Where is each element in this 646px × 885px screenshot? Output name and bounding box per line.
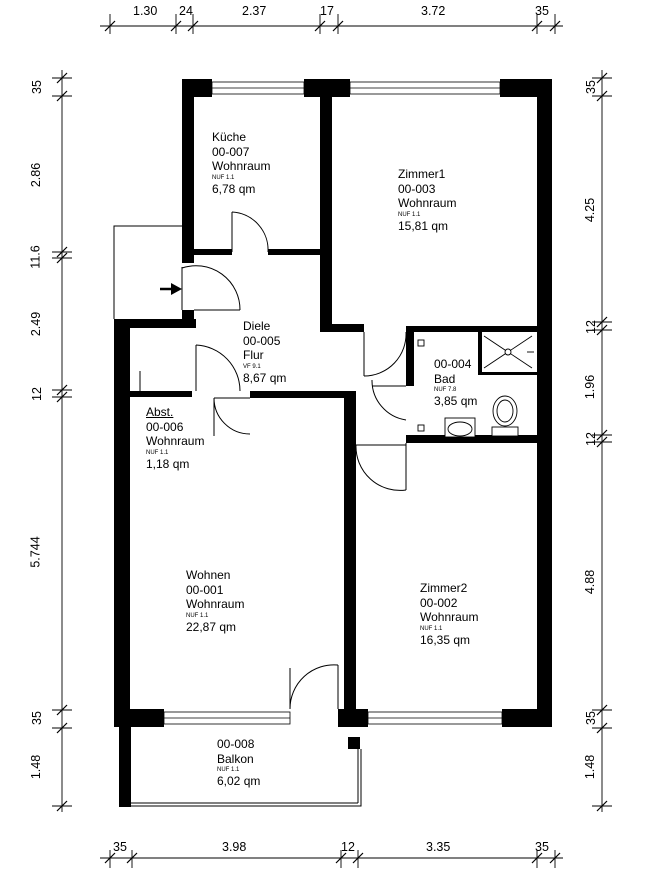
room-area: 3,85 qm [434,394,478,408]
room-label-abst: Abst. 00-006 Wohnraum NUF 1.1 1,18 qm [146,405,204,471]
left-dimension-7: 35 [29,711,44,725]
room-id: 00-001 [186,582,224,597]
room-area: 6,02 qm [217,774,261,788]
room-id: 00-004 [434,357,472,371]
bottom-dimension-2: 3.98 [222,840,247,854]
right-dimension-3: 12 [583,320,598,334]
top-dimension-3: 2.37 [242,4,267,18]
room-name: Balkon [217,751,254,766]
right-dimension-6: 4.88 [583,569,598,595]
room-label-zimmer1: Zimmer1 00-003 Wohnraum NUF 1.1 15,81 qm [398,167,456,233]
top-dimension-2: 24 [179,4,193,18]
left-dimension-5: 12 [29,387,44,401]
right-dimension-8: 1.48 [583,754,598,780]
bottom-dimension-3: 12 [341,840,355,854]
left-dimension-2: 2.86 [29,162,44,188]
room-name: Zimmer1 [398,167,446,181]
walls [114,79,552,807]
room-use: Wohnraum [212,159,271,173]
room-use: Wohnraum [398,196,457,210]
right-dimension-7: 35 [583,711,598,725]
top-dimension-1: 1.30 [133,4,158,18]
right-dimension-4: 1.96 [583,374,598,400]
room-area: 6,78 qm [212,181,256,196]
bottom-dimension-5: 35 [535,840,549,854]
doors [181,211,407,710]
room-name: Bad [434,371,456,386]
room-id: 00-006 [146,419,184,434]
room-use: Wohnraum [420,610,479,624]
room-label-bad: 00-004 Bad NUF 7.8 3,85 qm [434,357,477,409]
right-dimension-1: 35 [583,80,598,94]
bottom-dimension-4: 3.35 [426,840,451,854]
dimension-lines [52,14,612,868]
room-use: Wohnraum [186,597,245,611]
thin-lines [113,225,362,807]
room-area: 16,35 qm [420,632,471,647]
room-label-wohnen: Wohnen 00-001 Wohnraum NUF 1.1 22,87 qm [186,568,244,634]
room-label-kueche: Küche 00-007 Wohnraum NUF 1.1 6,78 qm [212,130,270,196]
room-id: 00-007 [212,144,250,159]
room-use: Flur [243,348,264,362]
left-dimension-4: 2.49 [29,311,44,337]
room-code: NUF 7.8 [434,387,457,393]
room-name: Wohnen [186,568,231,582]
left-dimension-8: 1.48 [29,754,44,780]
room-area: 1,18 qm [146,456,190,471]
room-area: 8,67 qm [243,370,287,385]
room-code: NUF 1.1 [420,625,443,632]
room-label-balkon: 00-008 Balkon NUF 1.1 6,02 qm [217,737,260,789]
room-code: NUF 1.1 [217,767,240,773]
room-code: VF 9.1 [243,363,261,370]
room-label-diele: Diele 00-005 Flur VF 9.1 8,67 qm [243,319,286,385]
room-id: 00-002 [420,595,458,610]
room-use: Wohnraum [146,434,205,448]
room-id: 00-008 [217,737,255,751]
room-area: 15,81 qm [398,218,449,233]
room-code: NUF 1.1 [146,449,169,456]
left-dimension-3: 11.6 [28,245,43,269]
room-area: 22,87 qm [186,619,237,634]
dimension-ticks [56,20,608,864]
room-code: NUF 1.1 [186,612,209,619]
windows [163,81,503,725]
bathroom-fixtures [417,335,534,438]
room-id: 00-005 [243,333,281,348]
right-dimension-2: 4.25 [583,197,598,223]
room-name: Abst. [146,405,174,419]
room-name: Küche [212,130,247,144]
room-label-zimmer2: Zimmer2 00-002 Wohnraum NUF 1.1 16,35 qm [420,581,478,647]
room-name: Zimmer2 [420,581,468,595]
left-dimension-1: 35 [29,80,44,94]
entrance-arrow-icon [160,283,182,295]
top-dimension-5: 3.72 [421,4,446,18]
left-dimension-6: 5.744 [28,536,43,568]
room-name: Diele [243,319,271,333]
room-code: NUF 1.1 [212,174,235,181]
bottom-dimension-1: 35 [113,840,127,854]
toilet-icon [491,426,519,437]
room-id: 00-003 [398,181,436,196]
right-dimension-5: 12 [583,432,598,446]
top-dimension-6: 35 [535,4,549,18]
top-dimension-4: 17 [320,4,334,18]
room-code: NUF 1.1 [398,211,421,218]
